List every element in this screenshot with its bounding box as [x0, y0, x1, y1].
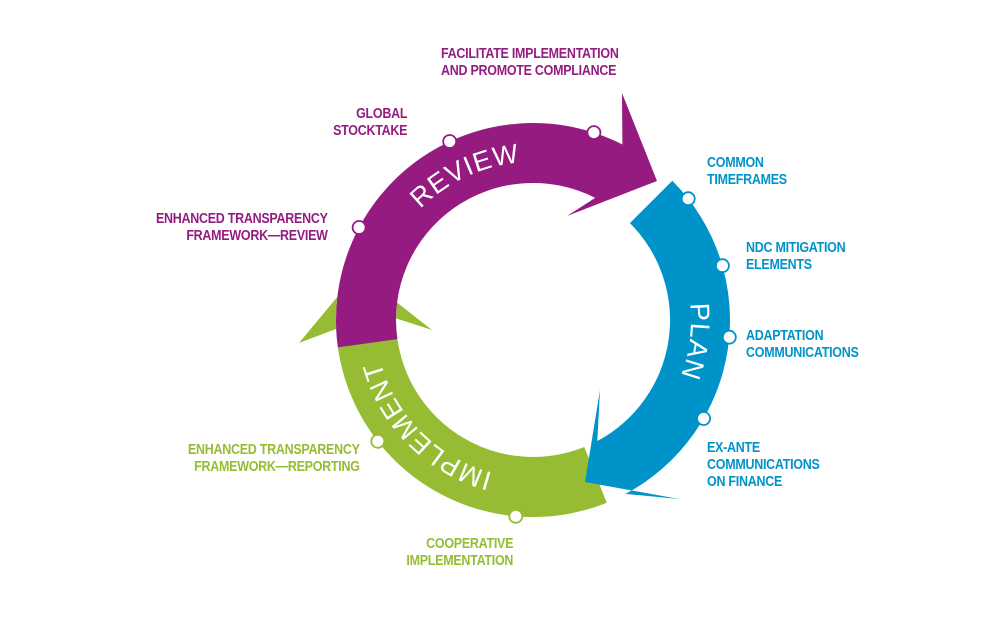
dot-ex-ante	[696, 411, 711, 426]
label-adaptation-communications: ADAPTATION COMMUNICATIONS	[746, 328, 859, 362]
dot-etf-reporting	[370, 433, 386, 449]
label-line: ON FINANCE	[707, 474, 783, 490]
dot-global-stocktake	[442, 134, 458, 149]
label-line: AND PROMOTE COMPLIANCE	[441, 63, 617, 79]
label-line: COMMUNICATIONS	[707, 457, 820, 473]
dot-ndc-mitigation	[715, 258, 730, 274]
label-etf-review: ENHANCED TRANSPARENCY FRAMEWORK—REVIEW	[156, 211, 328, 245]
dot-cooperative	[508, 508, 524, 524]
label-line: EX-ANTE	[707, 440, 760, 456]
label-line: GLOBAL	[355, 106, 407, 122]
dot-etf-review	[351, 220, 367, 235]
label-line: COOPERATIVE	[425, 536, 513, 552]
label-line: ADAPTATION	[746, 328, 824, 344]
label-cooperative-implementation: COOPERATIVE IMPLEMENTATION	[406, 536, 513, 570]
label-global-stocktake: GLOBAL STOCKTAKE	[333, 106, 407, 140]
label-line: FRAMEWORK—REPORTING	[194, 459, 360, 475]
label-line: IMPLEMENTATION	[406, 553, 513, 569]
label-line: TIMEFRAMES	[707, 172, 787, 188]
label-ndc-mitigation: NDC MITIGATION ELEMENTS	[746, 240, 846, 274]
label-common-timeframes: COMMON TIMEFRAMES	[707, 155, 787, 189]
dot-common-timeframes	[680, 191, 696, 207]
label-line: ENHANCED TRANSPARENCY	[188, 442, 360, 458]
label-line: COMMUNICATIONS	[746, 345, 859, 361]
review-arrow	[335, 93, 657, 348]
label-ex-ante-finance: EX-ANTE COMMUNICATIONS ON FINANCE	[707, 440, 820, 491]
label-etf-reporting: ENHANCED TRANSPARENCY FRAMEWORK—REPORTIN…	[188, 442, 360, 476]
label-line: FRAMEWORK—REVIEW	[186, 228, 329, 244]
label-line: COMMON	[707, 155, 764, 171]
label-line: NDC MITIGATION	[746, 240, 846, 256]
label-line: STOCKTAKE	[332, 123, 407, 139]
label-line: ELEMENTS	[746, 257, 812, 273]
dot-adaptation	[721, 329, 737, 345]
label-line: FACILITATE IMPLEMENTATION	[441, 46, 619, 62]
label-facilitate-implementation: FACILITATE IMPLEMENTATION AND PROMOTE CO…	[441, 46, 619, 80]
dot-facilitate	[586, 125, 602, 141]
label-line: ENHANCED TRANSPARENCY	[156, 211, 328, 227]
plan-arrow	[585, 180, 730, 499]
